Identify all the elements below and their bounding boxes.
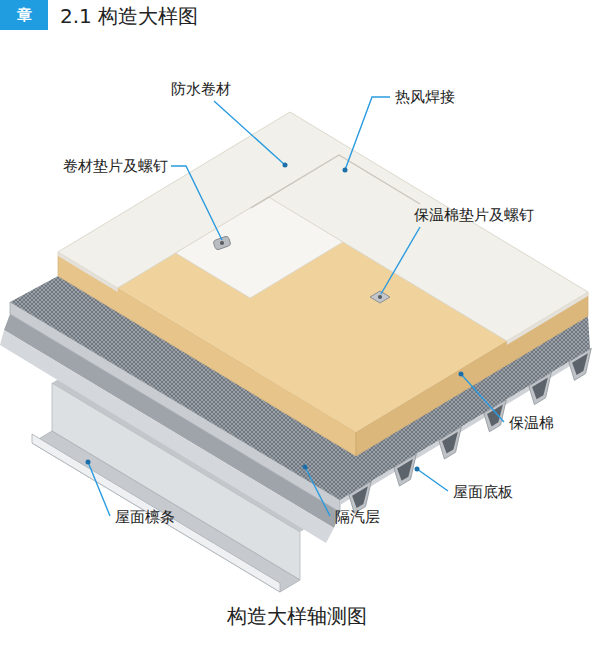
membrane-edge [58,252,118,292]
figure-caption: 构造大样轴测图 [0,603,594,629]
insulation-washer [370,291,390,303]
chapter-text: 章 [17,6,32,25]
callout-label: 隔汽层 [334,508,381,526]
callout-label: 卷材垫片及螺钉 [62,157,169,175]
membrane-washer [213,236,231,251]
weld-seam [251,155,420,208]
leader-dots [86,163,464,472]
callout-label: 热风焊接 [394,88,456,106]
callout-label: 屋面底板 [452,483,514,501]
callout-label: 保温棉 [508,414,555,432]
waterproof-membrane [58,112,588,341]
callout-label: 屋面檩条 [114,508,176,526]
callout-label: 保温棉垫片及螺钉 [413,206,535,224]
chapter-tab: 章 [0,0,48,30]
membrane-edge [507,292,588,345]
insulation-top [58,112,588,432]
callout-label: 防水卷材 [170,80,232,98]
section-title: 2.1 构造大样图 [60,4,198,28]
membrane-sheet [176,197,343,298]
